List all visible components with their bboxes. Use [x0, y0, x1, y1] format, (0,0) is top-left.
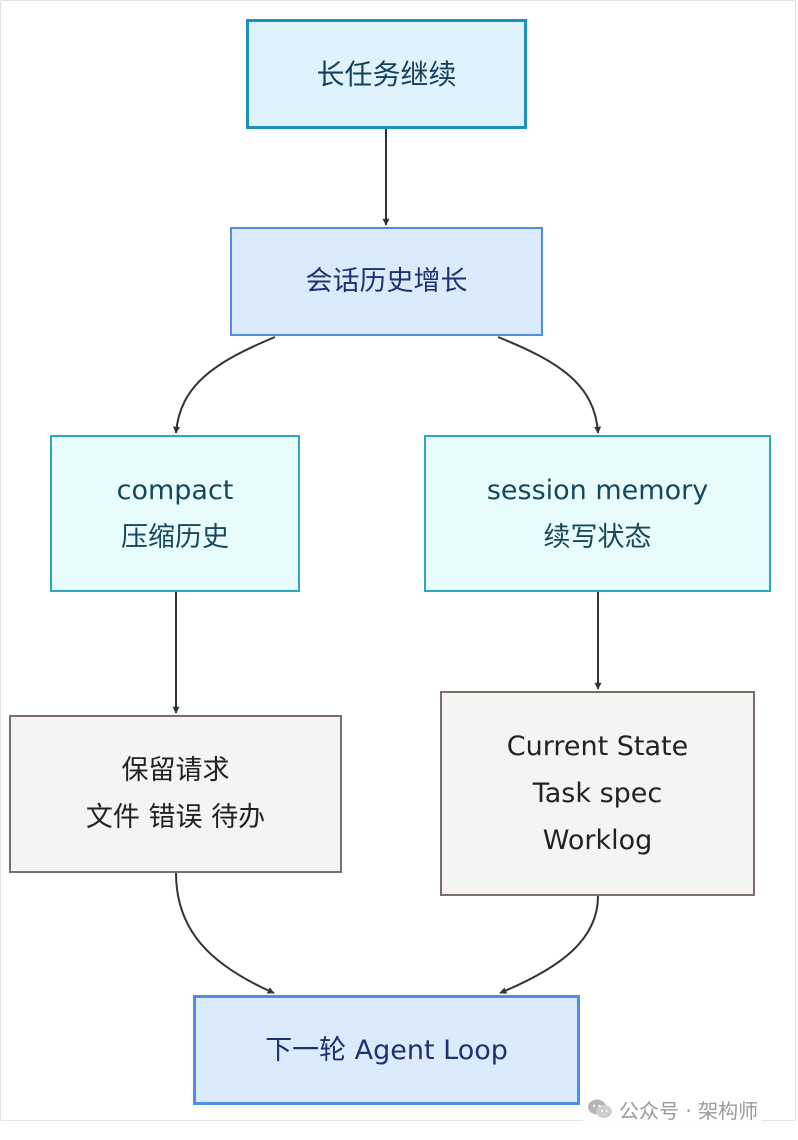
node-state-line-2: Task spec [532, 778, 663, 809]
node-task-continue: 长任务继续 [246, 19, 527, 129]
node-state-line-3: Worklog [542, 825, 653, 856]
node-compact-subtitle: 压缩历史 [121, 521, 229, 553]
node-keep-line-2: 文件 错误 待办 [85, 802, 266, 833]
node-next-loop-label: 下一轮 Agent Loop [265, 1034, 508, 1066]
node-history-growth-label: 会话历史增长 [305, 266, 468, 297]
node-session-memory-subtitle: 续写状态 [543, 521, 652, 553]
node-task-continue-label: 长任务继续 [316, 57, 457, 91]
wechat-icon [588, 1099, 612, 1118]
node-state: Current State Task spec Worklog [440, 691, 755, 896]
node-session-memory: session memory 续写状态 [424, 435, 771, 592]
node-keep: 保留请求 文件 错误 待办 [9, 715, 342, 873]
watermark-text: 公众号 · 架构师 [619, 1098, 759, 1123]
node-history-growth: 会话历史增长 [230, 227, 543, 336]
node-session-memory-title: session memory [486, 474, 709, 506]
node-state-line-1: Current State [506, 731, 689, 762]
node-next-loop: 下一轮 Agent Loop [193, 995, 580, 1105]
node-keep-line-1: 保留请求 [121, 755, 230, 786]
node-compact: compact 压缩历史 [50, 435, 300, 592]
node-compact-title: compact [116, 474, 234, 506]
watermark: 公众号 · 架构师 [583, 1094, 763, 1124]
